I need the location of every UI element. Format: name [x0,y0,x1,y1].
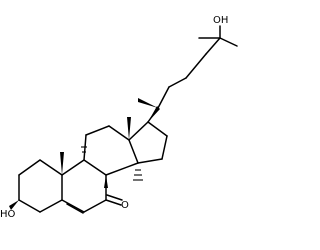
bond-c3-c4 [18,199,41,213]
molecule-structure: OH HO O [0,15,238,220]
bond-c25-c24 [205,37,221,55]
atom-labels: OH HO O [0,15,228,220]
bond-c13-c12 [108,125,130,141]
bond-c15-c14 [137,158,163,164]
bond-c13-c17 [128,121,149,141]
bond-c7-o-ketone-double [106,194,123,201]
bond-c12-c11 [85,125,110,136]
bond-c24-c23 [185,53,207,79]
wedge-c3-oh [9,200,19,210]
bond-c9-c8 [83,159,107,176]
bond-c6-c7 [83,199,107,213]
wedge-c21-methyl [138,98,158,108]
bond-c9-c10 [61,159,85,176]
bond-c4-c5 [39,199,63,213]
bond-c5-c6-double [66,203,84,214]
bond-c25-me2 [219,37,238,47]
stereo-wedges [9,98,160,210]
wedge-c19-methyl [60,152,64,175]
wedge-c17-c20 [148,106,160,122]
bond-c23-c22 [168,77,187,88]
bond-c5-c6 [61,199,85,213]
label-ring-hydroxy: HO [0,209,16,220]
bond-c8-c14 [105,162,139,176]
bond-lines [18,25,238,214]
bond-c17-c16 [147,121,168,137]
bond-c7-o-ketone [105,199,122,206]
bond-c16-c15 [161,135,168,160]
bond-c1-c2 [18,159,41,176]
bond-c14-c13 [128,139,139,164]
bond-c22-c20 [157,86,170,109]
wedge-c8-h [104,175,108,188]
label-side-chain-hydroxy: OH [213,15,228,26]
label-ketone-oxygen: O [121,200,129,211]
bond-c10-c1 [39,159,63,176]
stereo-hashes [81,146,143,181]
wedge-c18-methyl [127,117,131,140]
